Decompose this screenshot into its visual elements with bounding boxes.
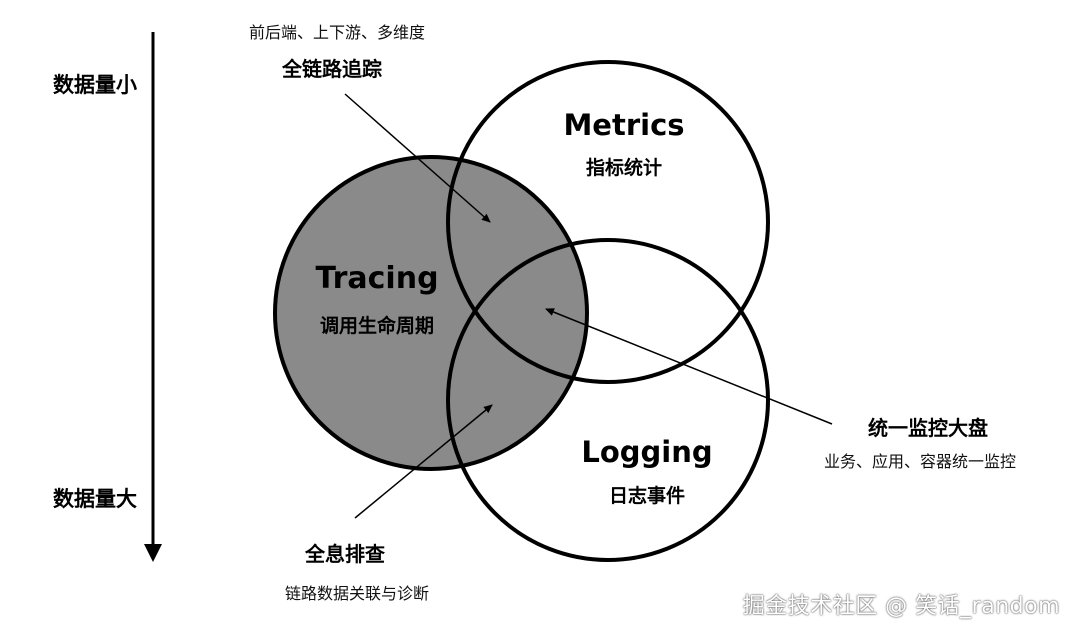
data-volume-axis-arrowhead (144, 544, 162, 562)
metrics-title: Metrics (563, 108, 684, 142)
full-trace-note: 前后端、上下游、多维度 (249, 23, 425, 42)
full-trace-arrow (344, 93, 491, 223)
tracing-subtitle: 调用生命周期 (320, 314, 434, 337)
troubleshoot-note: 链路数据关联与诊断 (285, 584, 429, 603)
dashboard-arrow (545, 308, 833, 425)
metrics-circle (446, 60, 770, 384)
axis-bottom-label: 数据量大 (53, 487, 137, 511)
logging-subtitle: 日志事件 (609, 484, 685, 507)
troubleshoot-title: 全息排查 (304, 542, 385, 566)
metrics-subtitle: 指标统计 (586, 156, 662, 179)
full-trace-title: 全链路追踪 (281, 57, 382, 81)
logging-title: Logging (581, 435, 712, 469)
axis-top-label: 数据量小 (53, 73, 137, 97)
dashboard-title: 统一监控大盘 (868, 416, 988, 440)
dashboard-note: 业务、应用、容器统一监控 (824, 452, 1016, 471)
tracing-circle (273, 155, 589, 471)
watermark: 掘金技术社区 @ 笑话_random (742, 594, 1060, 619)
tracing-title: Tracing (315, 261, 438, 296)
logging-circle (446, 238, 770, 562)
troubleshoot-arrow (354, 404, 493, 519)
